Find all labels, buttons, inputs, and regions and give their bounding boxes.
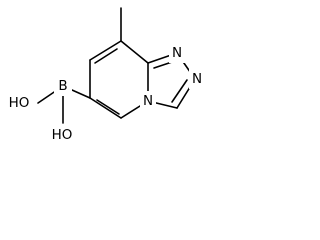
bonds	[37, 7, 196, 124]
bond-c6-c5	[89, 97, 122, 119]
atom-nitrogen-bridge: N	[143, 93, 153, 109]
bond-c6-c5-inner	[96, 99, 120, 115]
bond-c8a-c8	[120, 40, 149, 64]
bond-c8-c7	[89, 40, 122, 61]
atom-boron: B	[58, 78, 67, 94]
atom-nitrogen-upper: N	[172, 45, 182, 61]
chemical-structure-diagram: B HO HO N N N	[2, 7, 205, 145]
atom-labels: B HO HO N N N	[2, 43, 205, 145]
atom-hydroxyl-top: HO	[9, 95, 30, 111]
atom-nitrogen-lower: N	[192, 71, 202, 87]
bond-n2-c3-inner	[171, 79, 188, 103]
atom-hydroxyl-bottom: HO	[52, 127, 73, 143]
bond-c8-c7-inner	[94, 48, 118, 64]
